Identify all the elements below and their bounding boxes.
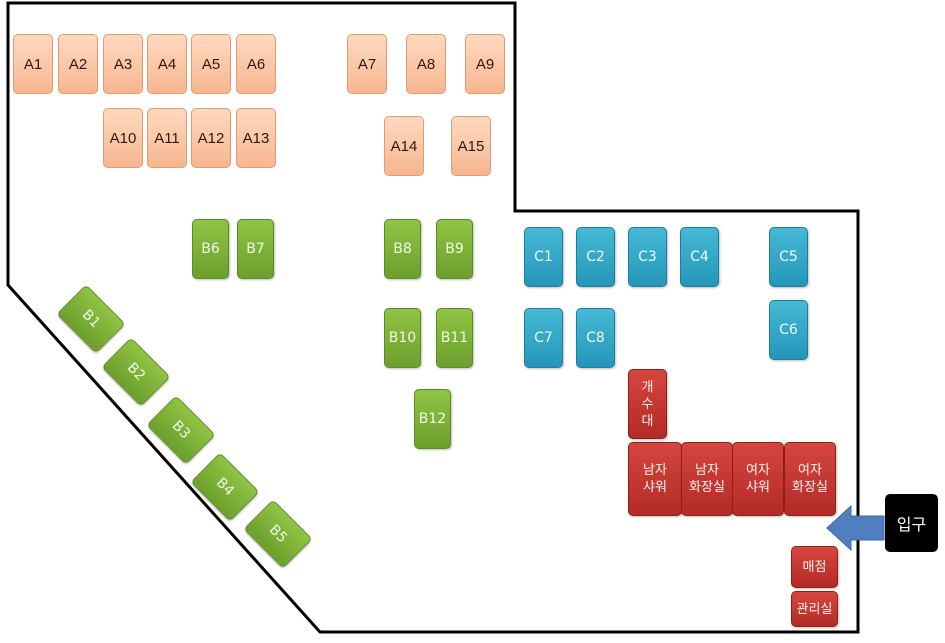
site-b8[interactable]: B8 [384,219,421,279]
site-b9[interactable]: B9 [436,219,473,279]
site-a2[interactable]: A2 [58,34,98,94]
site-a8[interactable]: A8 [406,34,446,94]
site-a5[interactable]: A5 [191,34,231,94]
sink-facility: 개 수 대 [628,369,667,439]
entrance-arrow-icon [826,504,885,552]
entrance-label: 입구 [885,494,938,552]
site-a13[interactable]: A13 [236,108,276,168]
site-c5[interactable]: C5 [769,227,808,287]
site-b10[interactable]: B10 [384,308,421,368]
site-a1[interactable]: A1 [13,34,53,94]
site-b6[interactable]: B6 [192,219,229,279]
site-b11[interactable]: B11 [436,308,473,368]
site-b12[interactable]: B12 [414,389,451,449]
site-a12[interactable]: A12 [191,108,231,168]
site-c2[interactable]: C2 [576,227,615,287]
site-c3[interactable]: C3 [628,227,667,287]
site-boundary [6,1,860,634]
men-toilet: 남자 화장실 [681,442,733,516]
site-c7[interactable]: C7 [524,308,563,368]
men-shower: 남자 샤워 [628,442,682,516]
site-a14[interactable]: A14 [384,116,424,176]
management-office: 관리실 [791,591,838,627]
women-shower: 여자 샤워 [732,442,784,516]
site-a7[interactable]: A7 [347,34,387,94]
women-toilet: 여자 화장실 [784,442,836,516]
site-a4[interactable]: A4 [147,34,187,94]
site-c4[interactable]: C4 [680,227,719,287]
site-c1[interactable]: C1 [524,227,563,287]
site-a11[interactable]: A11 [147,108,187,168]
site-a15[interactable]: A15 [451,116,491,176]
site-b7[interactable]: B7 [237,219,274,279]
store: 매점 [791,546,838,588]
site-a10[interactable]: A10 [103,108,143,168]
site-c8[interactable]: C8 [576,308,615,368]
site-c6[interactable]: C6 [769,300,808,360]
site-a6[interactable]: A6 [236,34,276,94]
site-a9[interactable]: A9 [465,34,505,94]
site-a3[interactable]: A3 [103,34,143,94]
